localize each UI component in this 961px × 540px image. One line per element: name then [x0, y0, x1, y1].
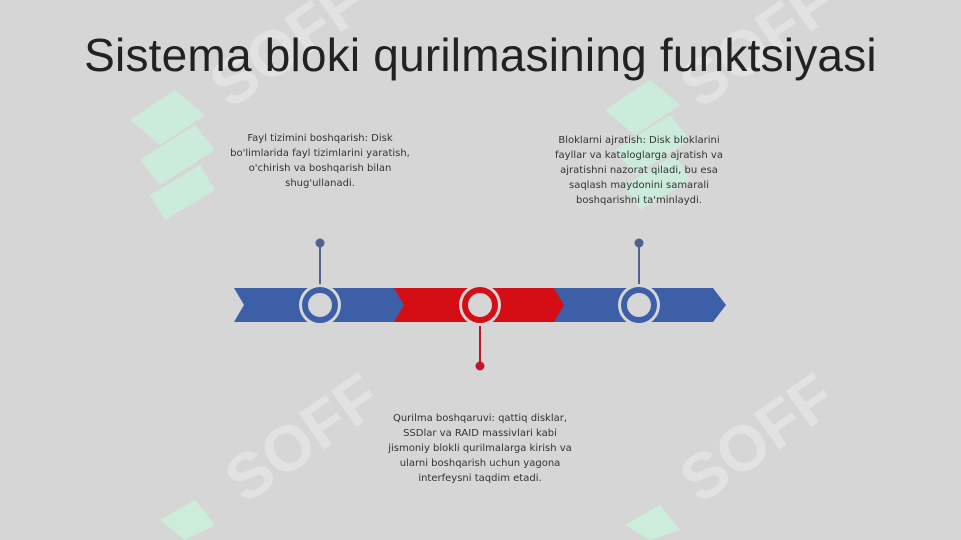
milestone-3-text: Bloklarni ajratish: Disk bloklarini fayl… — [555, 135, 723, 206]
milestone-3-stem-dot — [634, 238, 644, 248]
watermark-logo-icon — [130, 80, 690, 540]
milestone-3-ring — [621, 287, 657, 323]
milestone-1-stem-dot — [315, 238, 325, 248]
milestone-1-text: Fayl tizimini boshqarish: Disk bo'limlar… — [230, 133, 410, 189]
milestone-2-stem-dot — [475, 361, 485, 371]
milestone-1-ring — [302, 287, 338, 323]
milestone-2-ring — [462, 287, 498, 323]
milestone-2-text: Qurilma boshqaruvi: qattiq disklar, SSDl… — [388, 413, 572, 484]
slide-title: Sistema bloki qurilmasining funktsiyasi — [84, 29, 877, 81]
